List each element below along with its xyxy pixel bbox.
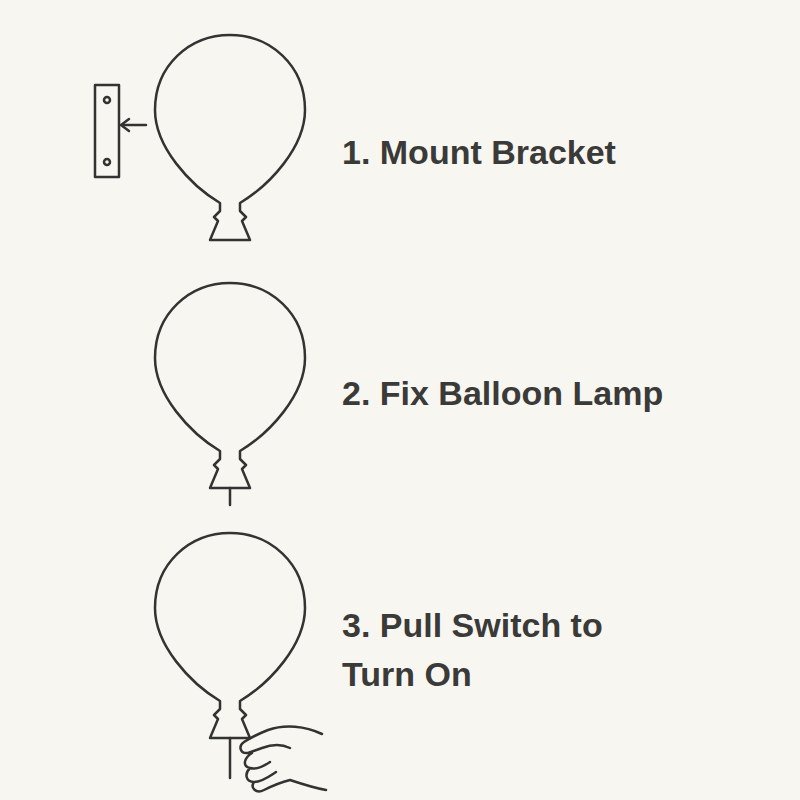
step-label: 2. Fix Balloon Lamp — [342, 373, 782, 414]
hand — [241, 727, 326, 792]
step-label: 3. Pull Switch to Turn On — [342, 601, 604, 700]
mount-arrow — [122, 124, 146, 127]
pull-string — [229, 738, 232, 778]
arrow-head — [121, 119, 129, 131]
wall-bracket — [95, 85, 119, 177]
balloon-lamp — [155, 35, 305, 240]
balloon-lamp — [155, 533, 305, 738]
pull-string — [229, 488, 232, 505]
screw-hole — [104, 159, 110, 165]
screw-hole — [104, 97, 110, 103]
step-label: 1. Mount Bracket — [342, 132, 762, 173]
balloon-lamp — [155, 283, 305, 488]
